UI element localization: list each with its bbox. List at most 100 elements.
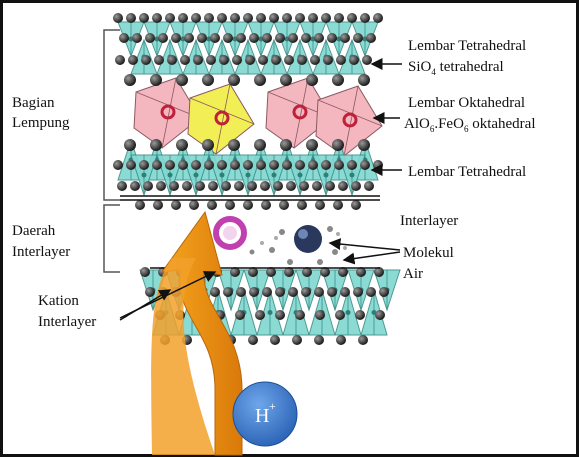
oxygen-atom — [321, 13, 331, 23]
oxygen-atom — [171, 200, 181, 210]
oxygen-atom — [275, 287, 285, 297]
oxygen-atom — [126, 13, 136, 23]
oxygen-atom — [154, 55, 164, 65]
oxygen-atom — [117, 181, 127, 191]
label-daerah: Daerah — [12, 223, 56, 239]
label-molekul: Molekul — [403, 245, 454, 261]
oxygen-atom — [158, 33, 168, 43]
oxygen-atom — [333, 200, 343, 210]
oxygen-atom — [254, 74, 266, 86]
oxygen-atom — [314, 287, 324, 297]
oxygen-atom — [167, 55, 177, 65]
oxygen-atom — [262, 33, 272, 43]
label-alo6-feo6: AlO6.FeO6 oktahedral — [404, 116, 536, 134]
oxygen-atom — [115, 55, 125, 65]
oxygen-atom — [258, 55, 268, 65]
oxygen-atom — [140, 267, 150, 277]
oxygen-atom — [150, 74, 162, 86]
oxygen-atom — [113, 160, 123, 170]
oxygen-atom — [308, 13, 318, 23]
oxygen-atom — [217, 13, 227, 23]
oxygen-atom — [193, 55, 203, 65]
label-tetra-top: Lembar Tetrahedral — [408, 38, 526, 54]
oxygen-atom — [171, 33, 181, 43]
oxygen-atom — [351, 181, 361, 191]
oxygen-atom — [132, 33, 142, 43]
label-kation: Kation — [38, 293, 79, 309]
oxygen-atom — [202, 74, 214, 86]
left-brackets — [104, 30, 120, 272]
oxygen-atom — [271, 55, 281, 65]
oxygen-atom — [310, 55, 320, 65]
oxygen-atom — [275, 310, 285, 320]
oxygen-atom — [165, 13, 175, 23]
oxygen-atom — [321, 160, 331, 170]
oxygen-atom — [145, 33, 155, 43]
label-sio4: SiO4 tetrahedral — [408, 59, 504, 77]
oxygen-atom — [165, 160, 175, 170]
oxygen-atom — [156, 181, 166, 191]
oxygen-atom — [143, 181, 153, 191]
oxygen-atom — [141, 55, 151, 65]
oxygen-atom — [347, 160, 357, 170]
oxygen-atom — [286, 181, 296, 191]
oxygen-atom — [236, 33, 246, 43]
oxygen-atom — [358, 74, 370, 86]
oxygen-atom — [182, 181, 192, 191]
oxygen-atom — [150, 139, 162, 151]
oxygen-atom — [325, 181, 335, 191]
oxygen-atom — [230, 13, 240, 23]
oxygen-atom — [232, 55, 242, 65]
oxygen-atom — [315, 200, 325, 210]
oxygen-atom — [336, 55, 346, 65]
oxygen-atom — [375, 310, 385, 320]
oxygen-atom — [314, 335, 324, 345]
oxygen-atom — [306, 139, 318, 151]
octahedron-highlight — [188, 84, 254, 154]
oxygen-atom — [249, 287, 259, 297]
water-molecule-icon — [250, 225, 348, 265]
oxygen-atom — [308, 160, 318, 170]
oxygen-atom — [295, 310, 305, 320]
oxygen-atom — [366, 287, 376, 297]
oxygen-atom — [139, 160, 149, 170]
oxygen-atom — [269, 13, 279, 23]
oxygen-atom — [299, 181, 309, 191]
oxygen-atom — [301, 33, 311, 43]
proton-icon: H + — [233, 382, 297, 446]
oxygen-atom — [191, 13, 201, 23]
label-lempung: Lempung — [12, 115, 70, 131]
label-tetra-bottom: Lembar Tetrahedral — [408, 164, 526, 180]
oxygen-atom — [327, 287, 337, 297]
label-interlayer-right: Interlayer — [400, 213, 458, 229]
label-okta: Lembar Oktahedral — [408, 95, 525, 111]
oxygen-atom — [223, 287, 233, 297]
oxygen-atom — [360, 160, 370, 170]
oxygen-atom — [234, 181, 244, 191]
oxygen-atom — [207, 200, 217, 210]
label-kation-interlayer: Interlayer — [38, 314, 96, 330]
oxygen-atom — [297, 55, 307, 65]
label-bagian: Bagian — [12, 95, 55, 111]
oxygen-atom — [373, 160, 383, 170]
oxygen-atom — [248, 335, 258, 345]
oxygen-atom — [135, 200, 145, 210]
oxygen-atom — [282, 13, 292, 23]
oxygen-atom — [280, 74, 292, 86]
oxygen-atom — [169, 181, 179, 191]
oxygen-atom — [197, 33, 207, 43]
oxygen-atom — [204, 160, 214, 170]
oxygen-atom — [178, 160, 188, 170]
oxygen-atom — [254, 139, 266, 151]
oxygen-atom — [379, 287, 389, 297]
oxygen-atom — [249, 33, 259, 43]
oxygen-atom — [225, 200, 235, 210]
oxygen-atom — [243, 160, 253, 170]
oxygen-atom — [261, 200, 271, 210]
oxygen-atom — [139, 13, 149, 23]
cation-ring-icon — [216, 219, 244, 247]
oxygen-atom — [364, 181, 374, 191]
oxygen-atom — [152, 160, 162, 170]
oxygen-atom — [280, 139, 292, 151]
